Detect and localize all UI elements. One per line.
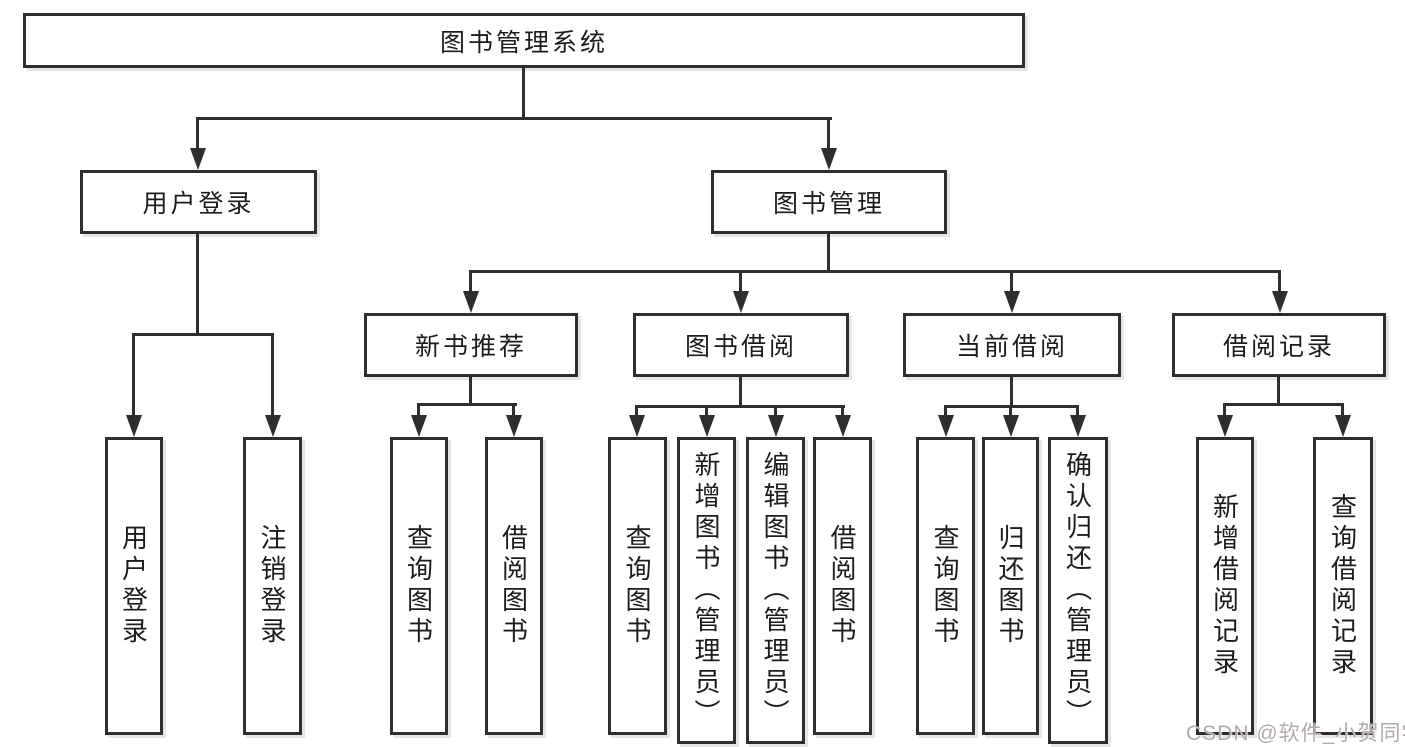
edge-user-login-stem bbox=[196, 234, 199, 335]
edge-borrow-records-stem bbox=[1277, 377, 1280, 405]
edge-current-borrow-drop-1 bbox=[944, 405, 947, 417]
arrow-down-icon bbox=[190, 148, 206, 170]
edge-book-borrow-drop-3 bbox=[774, 405, 777, 417]
arrow-down-icon bbox=[506, 415, 522, 437]
leaf-add-borrow-record: 新增借阅记录 bbox=[1196, 437, 1254, 735]
arrow-down-icon bbox=[835, 415, 851, 437]
leaf-label: 新增借阅记录 bbox=[1209, 493, 1240, 679]
arrow-down-icon bbox=[1070, 415, 1086, 437]
edge-new-book-bar bbox=[417, 403, 517, 406]
edge-book-mgmt-drop-2 bbox=[739, 270, 742, 294]
leaf-return-books: 归还图书 bbox=[982, 437, 1039, 735]
edge-current-borrow-drop-3 bbox=[1076, 405, 1079, 417]
edge-new-book-stem bbox=[469, 377, 472, 405]
node-label: 图书管理 bbox=[772, 190, 885, 218]
node-borrow-records: 借阅记录 bbox=[1172, 313, 1386, 377]
edge-new-book-drop-1 bbox=[417, 403, 420, 417]
node-label: 当前借阅 bbox=[955, 333, 1068, 361]
node-book-borrow: 图书借阅 bbox=[633, 313, 849, 377]
leaf-label: 归还图书 bbox=[995, 524, 1025, 648]
leaf-label: 查询图书 bbox=[930, 524, 960, 648]
node-user-login: 用户登录 bbox=[80, 170, 317, 234]
node-label: 用户登录 bbox=[142, 190, 255, 218]
node-new-book-recommend: 新书推荐 bbox=[364, 313, 578, 377]
arrow-down-icon bbox=[821, 148, 837, 170]
edge-root-bar bbox=[196, 117, 832, 120]
leaf-label: 新增图书（管理员） bbox=[691, 451, 721, 730]
csdn-watermark: CSDN @软件_小贺同学 bbox=[1186, 722, 1405, 745]
edge-user-login-drop-2 bbox=[271, 333, 274, 417]
arrow-down-icon bbox=[699, 415, 715, 437]
edge-root-drop-left bbox=[196, 117, 199, 152]
leaf-label: 编辑图书（管理员） bbox=[760, 451, 790, 730]
edge-user-login-bar bbox=[132, 333, 274, 336]
arrow-down-icon bbox=[733, 291, 749, 313]
arrow-down-icon bbox=[411, 415, 427, 437]
edge-book-borrow-drop-2 bbox=[705, 405, 708, 417]
arrow-down-icon bbox=[1003, 415, 1019, 437]
leaf-label: 查询图书 bbox=[622, 524, 652, 648]
node-label: 借阅记录 bbox=[1222, 333, 1335, 361]
arrow-down-icon bbox=[938, 415, 954, 437]
leaf-label: 查询图书 bbox=[403, 524, 434, 648]
node-book-management: 图书管理 bbox=[711, 170, 947, 234]
arrow-down-icon bbox=[1217, 415, 1233, 437]
leaf-logout: 注销登录 bbox=[243, 437, 302, 735]
edge-book-borrow-bar bbox=[635, 405, 845, 408]
leaf-label: 用户登录 bbox=[118, 524, 149, 648]
edge-book-mgmt-drop-4 bbox=[1278, 270, 1281, 294]
arrow-down-icon bbox=[265, 415, 281, 437]
leaf-current-query-books: 查询图书 bbox=[916, 437, 975, 735]
edge-book-borrow-stem bbox=[739, 377, 742, 407]
leaf-borrow-books: 借阅图书 bbox=[813, 437, 872, 735]
arrow-down-icon bbox=[463, 291, 479, 313]
leaf-label: 查询借阅记录 bbox=[1327, 493, 1358, 679]
leaf-label: 确认归还（管理员） bbox=[1062, 451, 1093, 730]
edge-book-borrow-drop-4 bbox=[841, 405, 844, 417]
edge-new-book-drop-2 bbox=[512, 403, 515, 417]
edge-root-drop-right bbox=[827, 117, 830, 152]
leaf-borrow-query-books: 查询图书 bbox=[608, 437, 667, 735]
node-current-borrow: 当前借阅 bbox=[903, 313, 1121, 377]
edge-current-borrow-stem bbox=[1010, 377, 1013, 407]
arrow-down-icon bbox=[126, 415, 142, 437]
leaf-edit-books-admin: 编辑图书（管理员） bbox=[746, 437, 805, 744]
arrow-down-icon bbox=[768, 415, 784, 437]
edge-borrow-records-drop-2 bbox=[1341, 403, 1344, 417]
edge-current-borrow-drop-2 bbox=[1009, 405, 1012, 417]
arrow-down-icon bbox=[1004, 291, 1020, 313]
leaf-user-login: 用户登录 bbox=[105, 437, 163, 735]
arrow-down-icon bbox=[1272, 291, 1288, 313]
leaf-label: 借阅图书 bbox=[498, 524, 529, 648]
edge-book-mgmt-stem bbox=[827, 234, 830, 272]
edge-book-mgmt-drop-1 bbox=[469, 270, 472, 294]
edge-borrow-records-drop-1 bbox=[1223, 403, 1226, 417]
edge-borrow-records-bar bbox=[1223, 403, 1343, 406]
edge-user-login-drop-1 bbox=[132, 333, 135, 417]
node-label: 新书推荐 bbox=[414, 333, 527, 361]
edge-book-borrow-drop-1 bbox=[635, 405, 638, 417]
leaf-recommend-borrow-books: 借阅图书 bbox=[485, 437, 543, 735]
edge-book-mgmt-bar bbox=[469, 270, 1281, 273]
leaf-label: 注销登录 bbox=[257, 524, 287, 648]
leaf-query-borrow-record: 查询借阅记录 bbox=[1313, 437, 1373, 735]
leaf-label: 借阅图书 bbox=[827, 524, 857, 648]
node-label: 图书管理系统 bbox=[439, 28, 608, 57]
node-label: 图书借阅 bbox=[684, 333, 797, 361]
leaf-add-books-admin: 新增图书（管理员） bbox=[677, 437, 736, 744]
leaf-recommend-query-books: 查询图书 bbox=[390, 437, 448, 735]
edge-book-mgmt-drop-3 bbox=[1010, 270, 1013, 294]
node-library-management-system: 图书管理系统 bbox=[23, 13, 1025, 68]
leaf-confirm-return-admin: 确认归还（管理员） bbox=[1048, 437, 1108, 744]
arrow-down-icon bbox=[1335, 415, 1351, 437]
edge-root-stem bbox=[522, 68, 525, 119]
arrow-down-icon bbox=[629, 415, 645, 437]
